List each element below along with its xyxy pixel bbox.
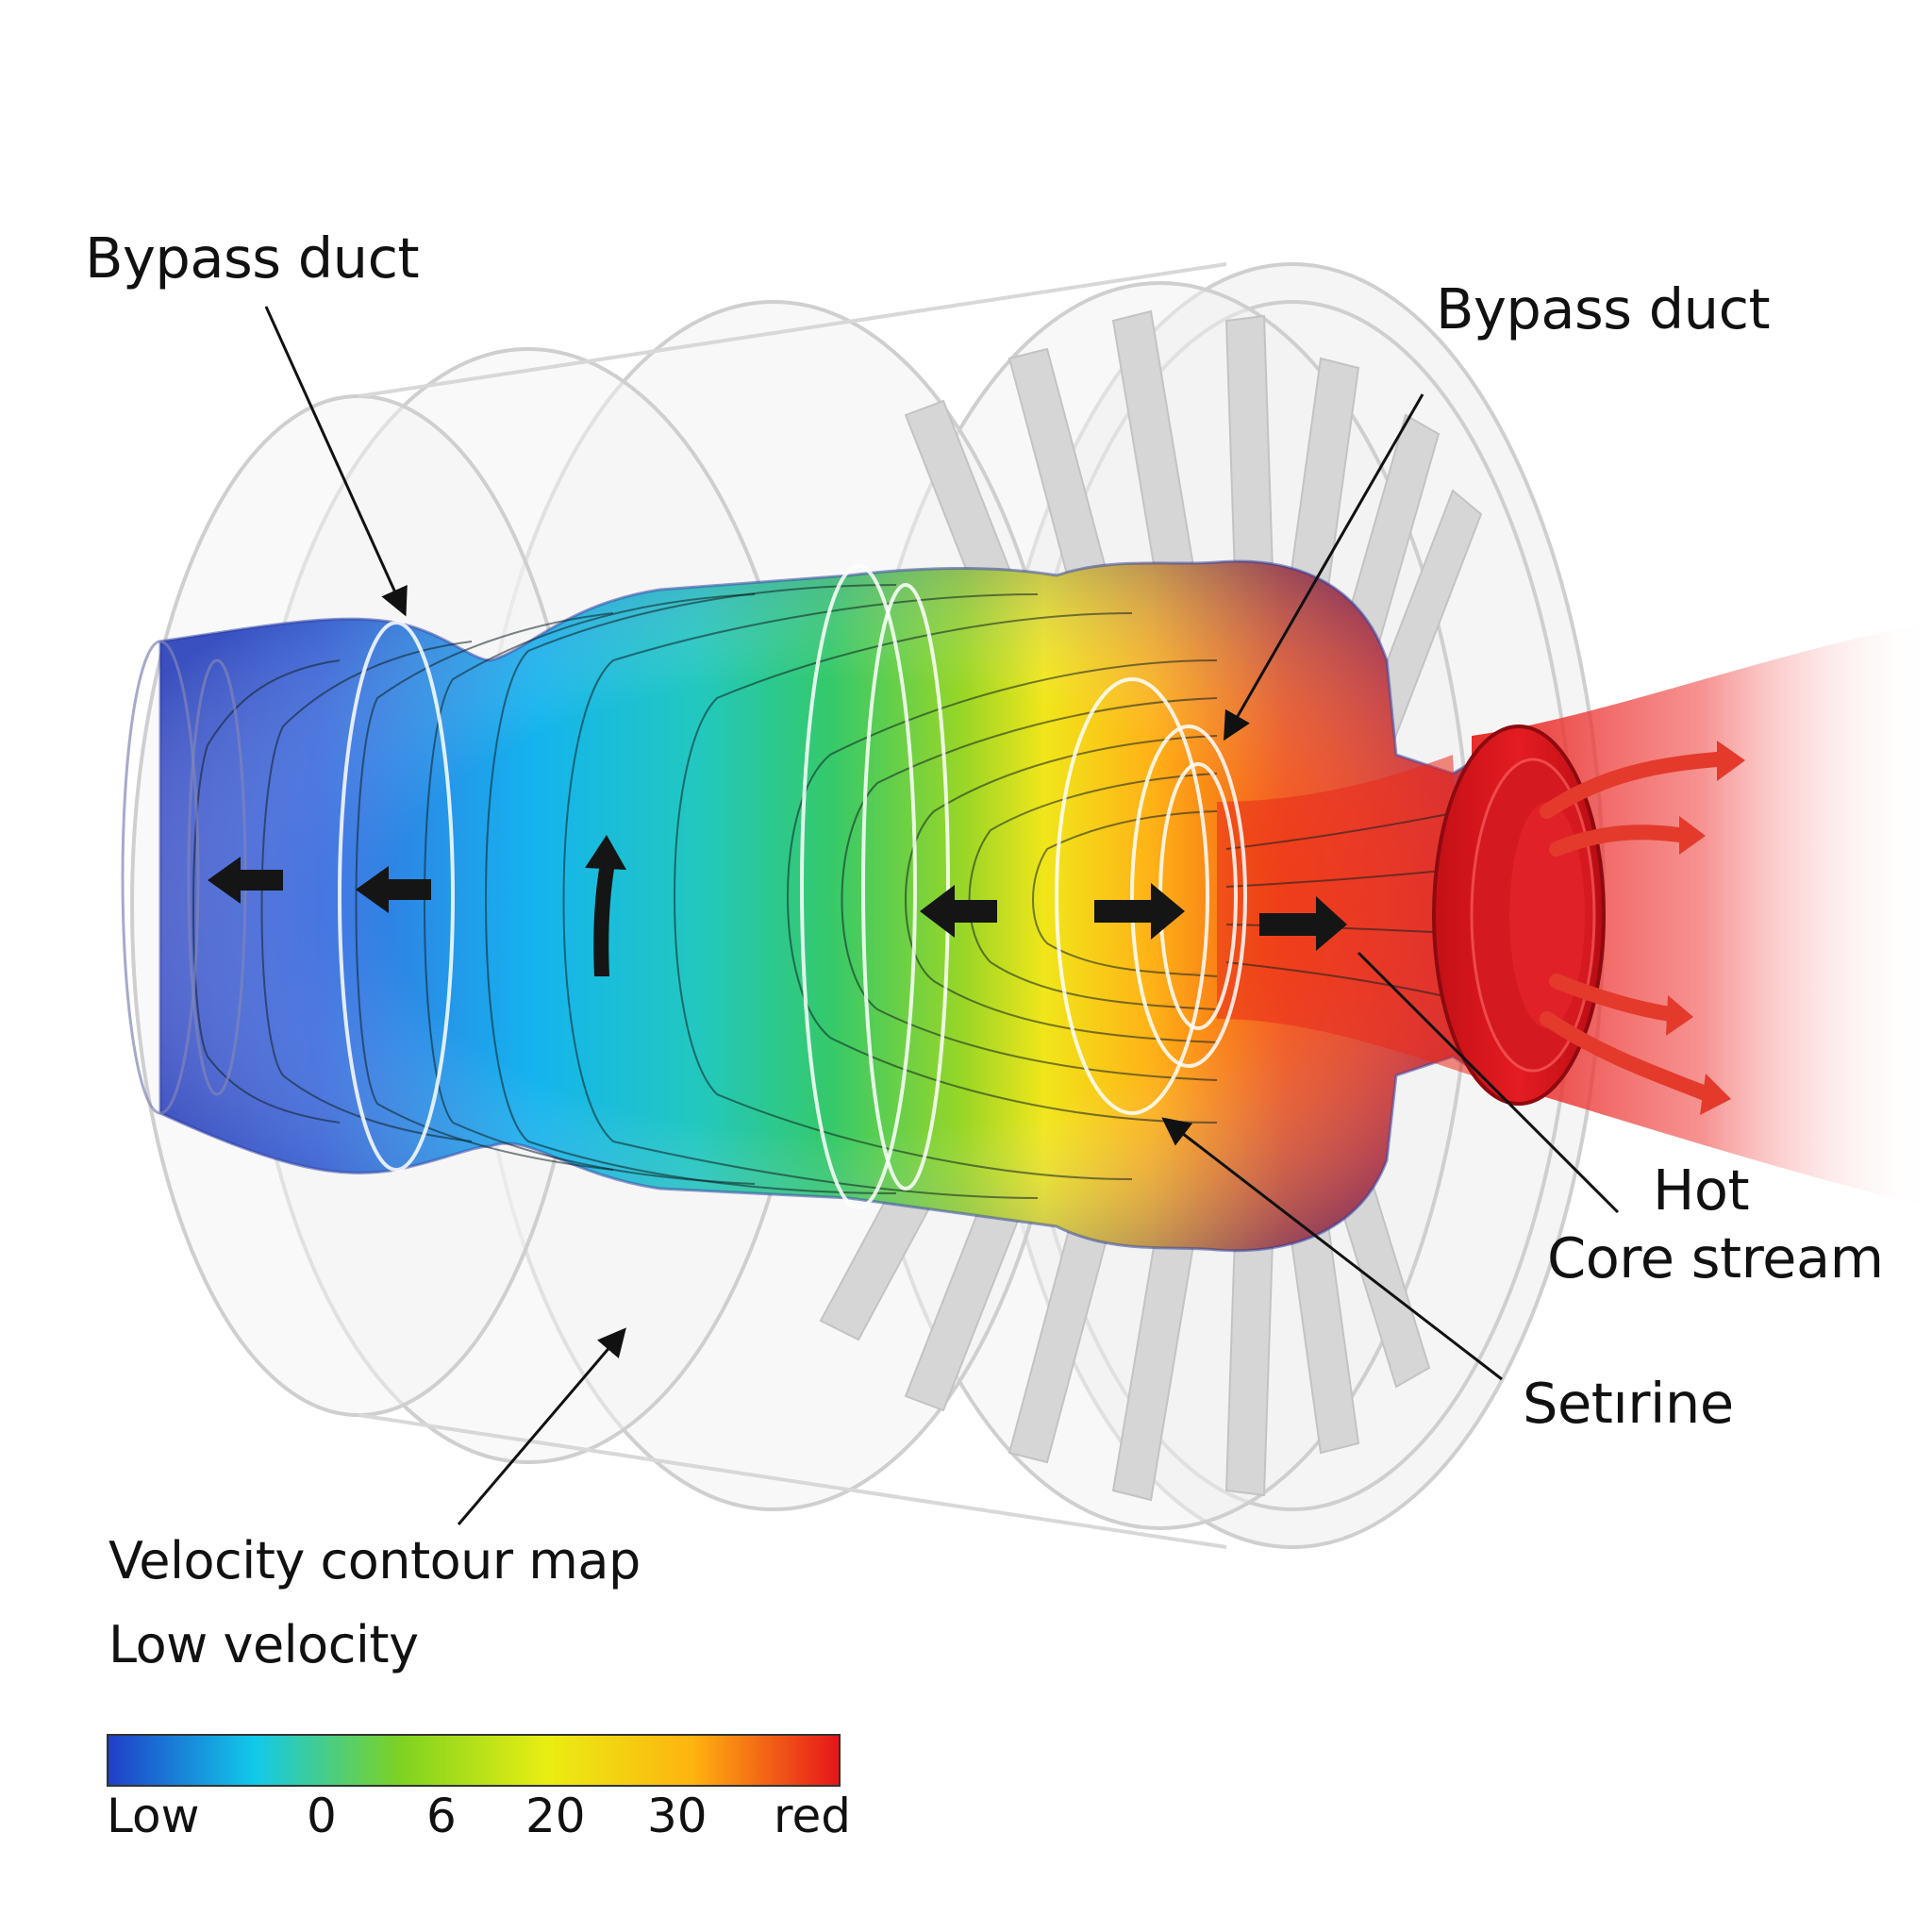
bypass-duct-right-label: Bypass duct	[1436, 276, 1771, 341]
low-velocity-label: Low velocity	[108, 1615, 419, 1674]
bypass-duct-left-label: Bypass duct	[85, 225, 420, 291]
leader-velocity-map	[457, 1327, 626, 1525]
flow-arrow-up	[585, 835, 626, 976]
velocity-contour-map-label: Velocity contour map	[108, 1531, 641, 1591]
flow-arrow-right-1	[1094, 883, 1185, 940]
leader-bypass-right	[1224, 393, 1424, 741]
plume-arrows	[1540, 752, 1724, 1102]
flow-arrow-left-3	[920, 885, 997, 938]
fan-blades	[819, 309, 1483, 1502]
leader-setirine	[1161, 1117, 1503, 1381]
flow-arrow-right-2	[1259, 896, 1347, 951]
colorbar-tick: 20	[525, 1789, 586, 1843]
flow-arrow-left-1	[208, 857, 283, 904]
exhaust-nozzle	[1432, 724, 1606, 1106]
leader-hot-core	[1357, 951, 1620, 1214]
colorbar-tick: 6	[426, 1789, 457, 1843]
engine-shells	[338, 564, 1247, 1209]
colorbar-tick: red	[774, 1789, 851, 1843]
flow-arrow-left-2	[356, 866, 431, 913]
flow-arrows	[208, 835, 1347, 976]
hot-label: Hot	[1653, 1158, 1750, 1223]
velocity-flow-body	[158, 559, 1502, 1253]
leader-bypass-left	[264, 306, 408, 617]
core-stream-label: Core stream	[1547, 1225, 1884, 1291]
colorbar-tick: 0	[307, 1789, 337, 1843]
plume-arrowheads	[1666, 741, 1745, 1115]
velocity-colorbar	[107, 1734, 841, 1787]
setirine-label: Setırine	[1523, 1371, 1734, 1436]
colorbar-tick: 30	[647, 1789, 708, 1843]
exhaust-plume	[1472, 623, 1932, 1208]
colorbar-tick: Low	[107, 1789, 200, 1843]
leader-lines	[264, 306, 1620, 1525]
